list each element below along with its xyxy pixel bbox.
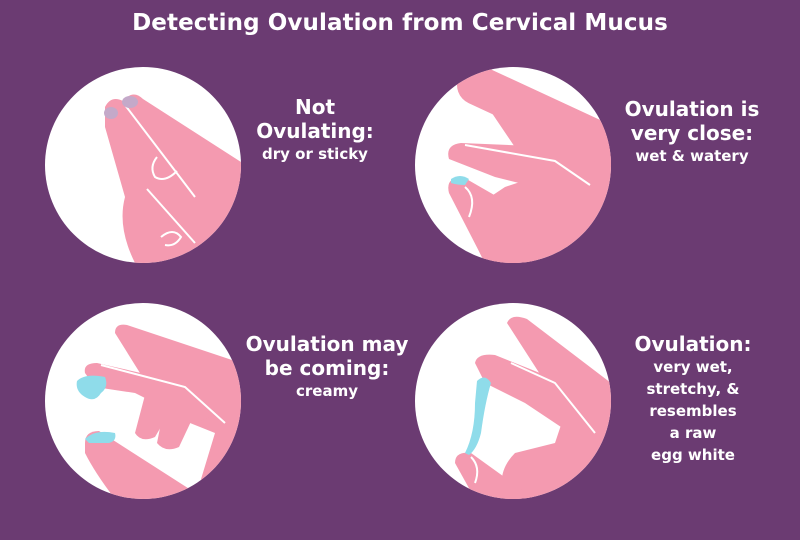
fingers-wet-watery-icon — [448, 67, 611, 263]
panel-heading: Ovulation may — [245, 332, 409, 356]
fingers-dry-illustration — [45, 67, 241, 263]
panel-label-very-close: Ovulation is very close: wet & watery — [612, 97, 772, 167]
panel-description: wet & watery — [635, 147, 749, 165]
panel-heading: be coming: — [264, 356, 390, 380]
panel-description: creamy — [296, 382, 358, 400]
fingers-wet-illustration — [415, 67, 611, 263]
panel-description: stretchy, & — [646, 380, 740, 398]
panel-label-ovulation: Ovulation: very wet, stretchy, & resembl… — [618, 332, 768, 466]
fingers-stretchy-icon — [455, 316, 611, 499]
panel-description: very wet, — [653, 358, 733, 376]
panel-heading: Ovulation: — [634, 332, 752, 356]
panel-label-not-ovulating: Not Ovulating: dry or sticky — [240, 95, 390, 165]
fingers-stretchy-illustration — [415, 303, 611, 499]
panel-description: a raw — [669, 424, 717, 442]
panel-description: dry or sticky — [262, 145, 368, 163]
panel-heading: very close: — [630, 121, 754, 145]
panel-heading: Ovulation is — [624, 97, 760, 121]
panel-description: resembles — [649, 402, 737, 420]
panel-label-may-be-coming: Ovulation may be coming: creamy — [242, 332, 412, 402]
panel-heading: Not Ovulating: — [256, 95, 374, 143]
panel-description: egg white — [651, 446, 735, 464]
fingers-creamy-icon — [76, 324, 241, 499]
fingers-creamy-illustration — [45, 303, 241, 499]
fingers-dry-icon — [104, 94, 241, 263]
infographic-title: Detecting Ovulation from Cervical Mucus — [132, 10, 668, 36]
